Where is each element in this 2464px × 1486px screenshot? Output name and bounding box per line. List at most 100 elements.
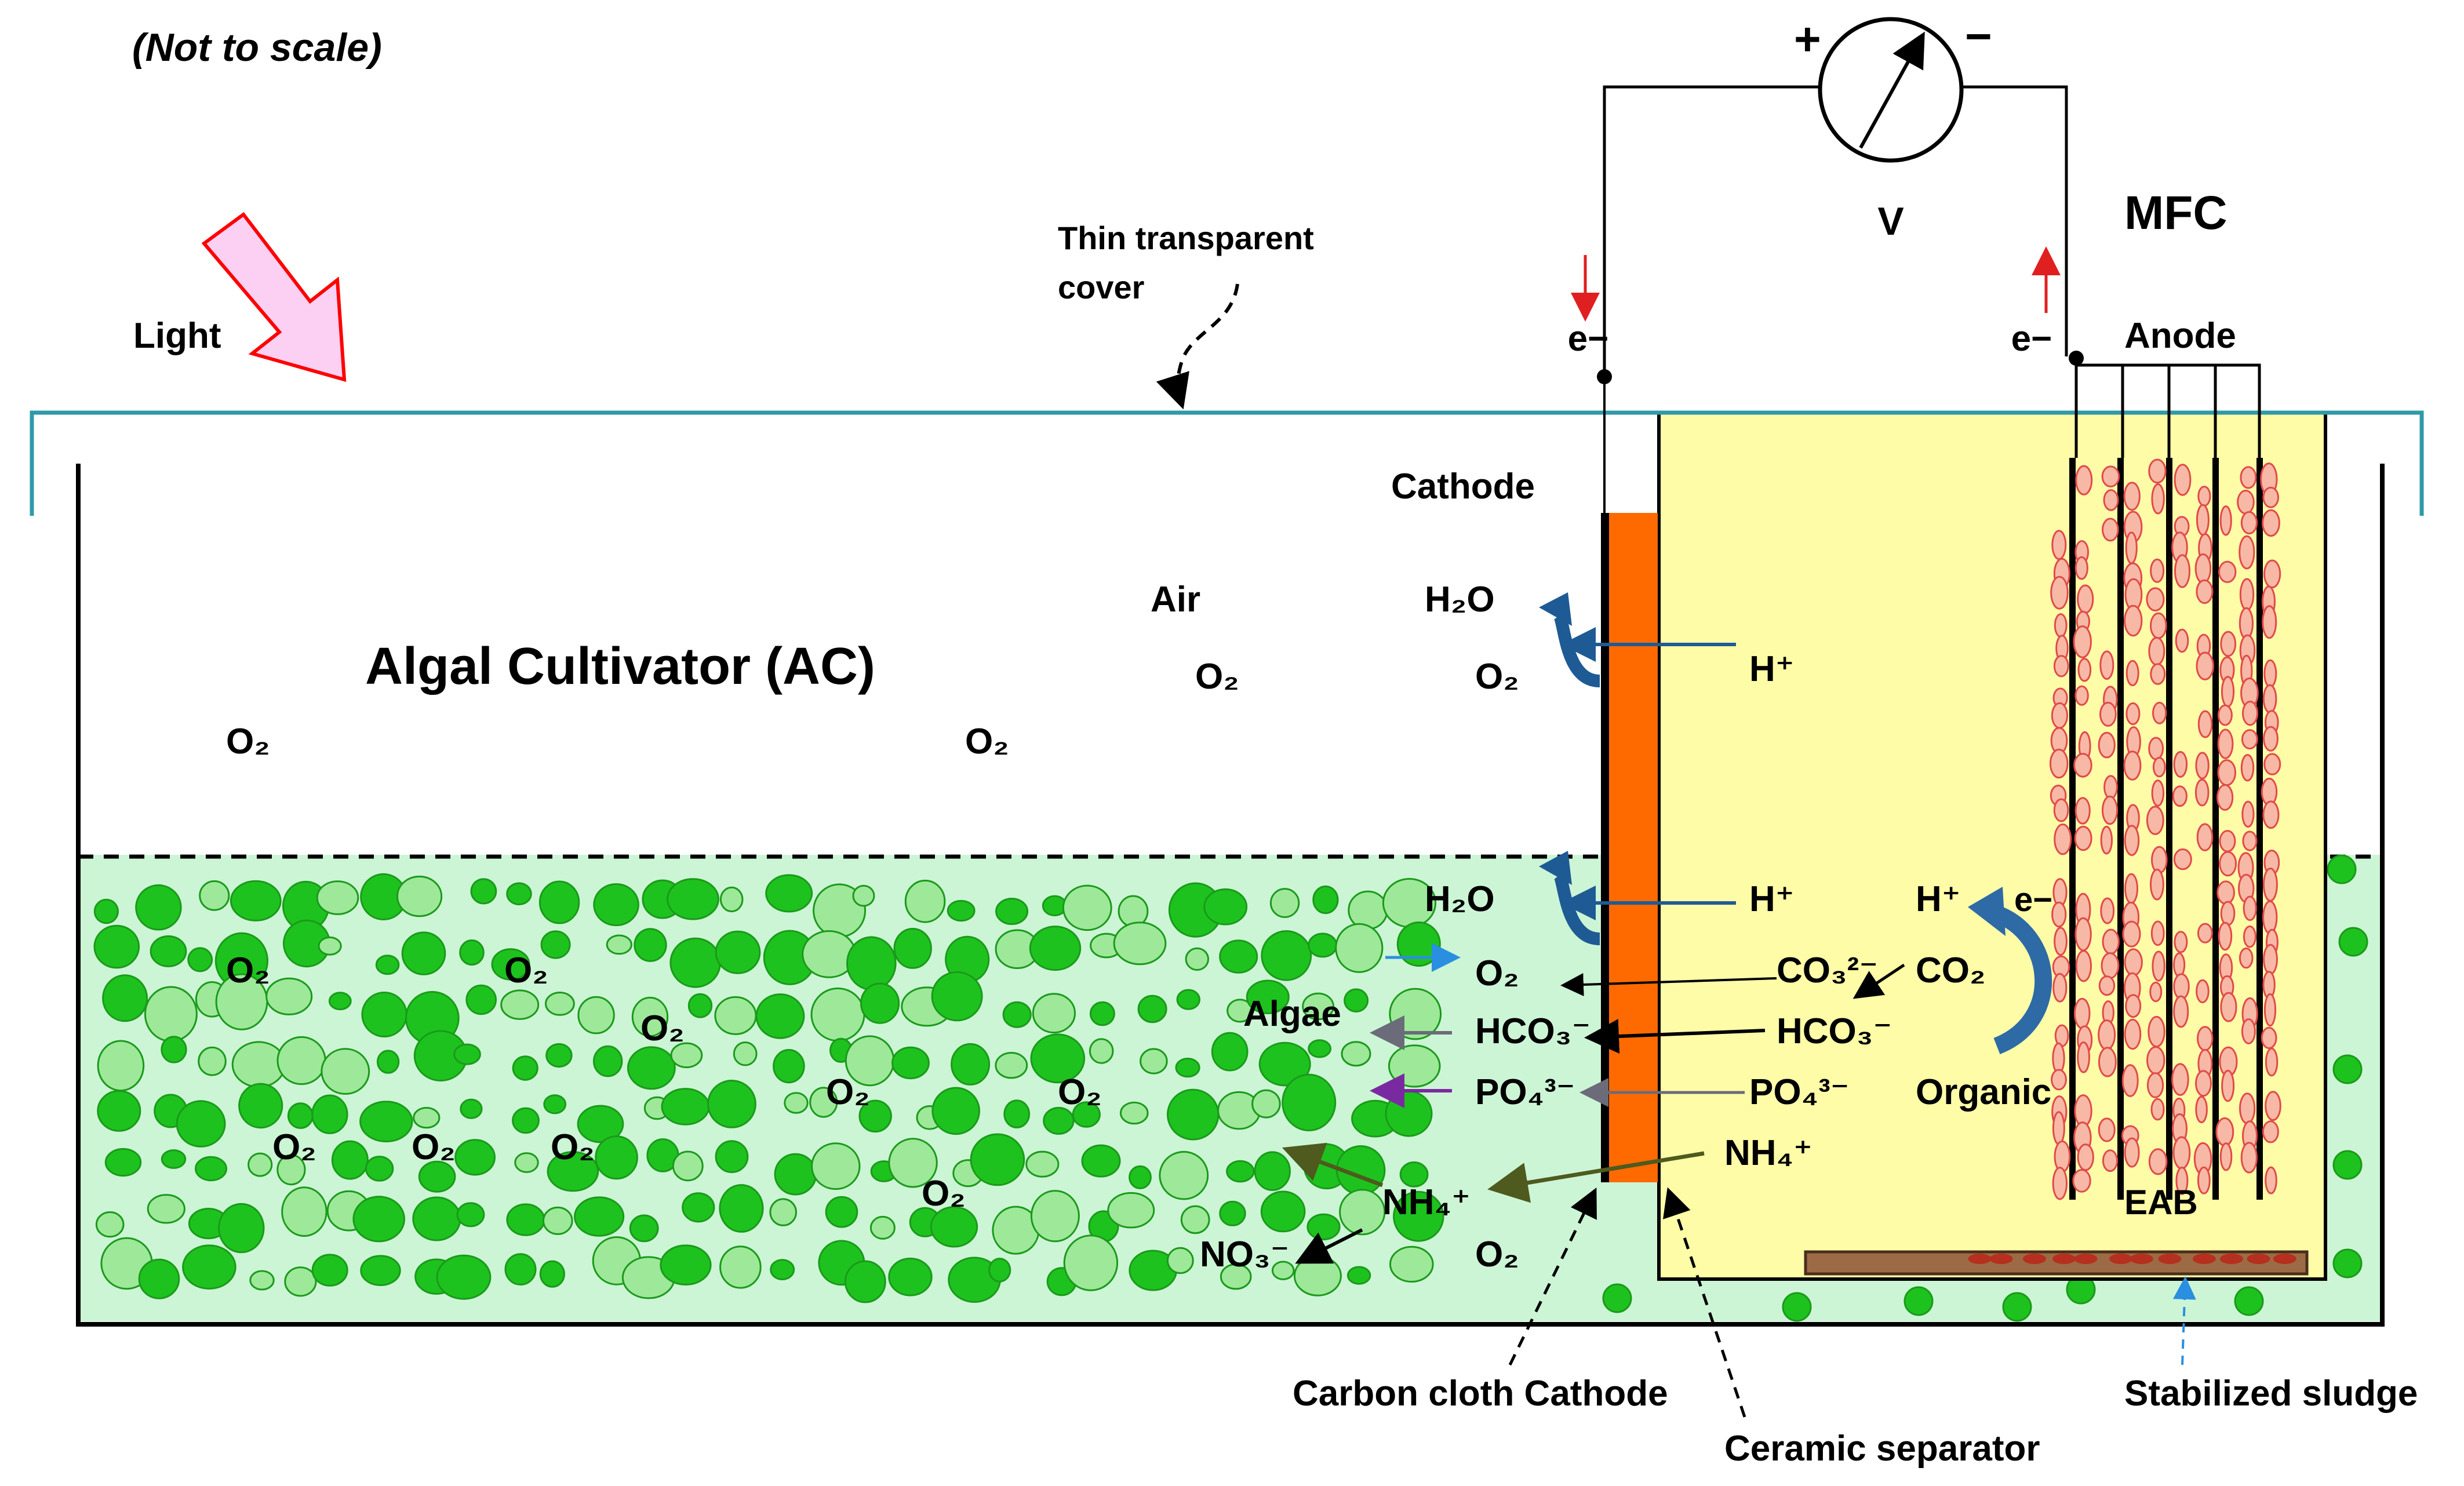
algal-cell: [1063, 1234, 1119, 1291]
algal-cell: [500, 989, 540, 1020]
air-label: Air: [1151, 580, 1200, 620]
bacterium: [2146, 587, 2165, 611]
algal-cell: [287, 1102, 314, 1129]
bacterium: [2074, 685, 2089, 706]
bacterium: [2150, 558, 2165, 583]
algal-cell: [359, 1101, 413, 1142]
algal-cell: [545, 1043, 573, 1068]
algal-cell: [1043, 1106, 1075, 1135]
algal-cell: [1072, 1101, 1101, 1128]
bacterium: [2220, 992, 2237, 1022]
o2-label-water-3: O₂: [640, 1008, 685, 1048]
cultivator-tank: [76, 464, 2385, 1327]
eab-label: EAB: [2124, 1183, 2198, 1222]
bacterium: [2240, 1142, 2258, 1174]
algal-cell: [995, 1052, 1028, 1079]
algal-cell: [1089, 1001, 1115, 1026]
algal-cell: [453, 1043, 481, 1065]
bacterium: [2049, 748, 2069, 779]
algal-cell: [543, 1094, 567, 1114]
bacterium: [2051, 530, 2067, 560]
bacterium: [2216, 880, 2235, 905]
algal-cell: [715, 1140, 749, 1174]
algal-cell: [869, 1215, 896, 1240]
algal-cell: [825, 1196, 858, 1228]
bacterium: [2148, 1148, 2168, 1175]
bacterium: [2174, 554, 2190, 588]
algal-cell: [809, 1087, 838, 1118]
carbon-cloth-label: Carbon cloth Cathode: [1293, 1374, 1668, 1414]
bacterium: [2242, 831, 2258, 851]
bacterium: [2146, 1046, 2165, 1075]
algal-cell: [2234, 1286, 2264, 1316]
algal-cell: [265, 977, 313, 1015]
algal-cell: [375, 955, 400, 975]
algal-cell: [248, 1152, 273, 1177]
algal-cell: [733, 1041, 758, 1066]
algal-cell: [2338, 927, 2368, 957]
bacterium: [2237, 490, 2255, 515]
bacterium: [2051, 1069, 2067, 1091]
bacterium: [2174, 931, 2188, 953]
sludge-particle: [2158, 1254, 2182, 1264]
voltmeter-label: V: [1877, 199, 1903, 243]
bacterium: [2125, 531, 2138, 564]
algal-cell: [1393, 1190, 1444, 1242]
cover-label-2: cover: [1058, 269, 1144, 305]
algal-cell: [606, 934, 632, 955]
bacterium: [2101, 795, 2119, 825]
algal-cells: [93, 854, 2368, 1322]
bacterium: [2194, 778, 2210, 807]
organic-oxidation-arrowhead: [1968, 887, 2006, 936]
mfc-label: MFC: [2124, 187, 2228, 239]
bacterium: [2172, 785, 2188, 807]
algal-cell: [514, 1152, 539, 1173]
algal-cell: [512, 1055, 538, 1081]
bacterium: [2054, 823, 2072, 855]
sludge-particle: [1968, 1254, 1992, 1264]
algal-cell: [199, 880, 230, 911]
nh4-label-left: NH₄⁺: [1382, 1182, 1471, 1222]
o2-label-water-8: O₂: [551, 1127, 595, 1167]
curved-arrow-bottom: [1553, 871, 1601, 945]
algal-cell: [1346, 1266, 1371, 1285]
algal-cell: [1159, 1150, 1209, 1200]
bacterium: [2148, 636, 2165, 666]
co3-label: CO₃²⁻: [1777, 950, 1878, 990]
algal-cell: [931, 1087, 980, 1135]
algal-cell: [1129, 1165, 1152, 1189]
sludge-particle: [2192, 1254, 2216, 1264]
bacterium: [2243, 895, 2257, 922]
bacterium: [2074, 797, 2091, 825]
bacterium: [2124, 873, 2138, 904]
algal-cell: [1258, 1041, 1311, 1087]
voltmeter-needle: [1859, 31, 1925, 149]
bacterium: [2073, 753, 2092, 778]
bacterium: [2150, 868, 2164, 901]
algal-cell: [1282, 1073, 1337, 1132]
algal-cell: [352, 1196, 406, 1243]
bacterium: [2262, 1120, 2279, 1143]
algal-cell: [1030, 1033, 1086, 1084]
algal-cell: [770, 1259, 795, 1281]
o2-label-air-1: O₂: [1195, 657, 1239, 697]
bacterium: [2263, 659, 2277, 688]
algal-cell: [1029, 926, 1082, 971]
algal-cell: [230, 880, 282, 922]
algal-cell: [460, 1098, 483, 1119]
algal-cell: [1003, 1099, 1031, 1128]
algal-cell: [1246, 979, 1290, 1014]
bacterium: [2102, 518, 2119, 542]
bacterium: [2239, 535, 2255, 570]
algal-cell: [1185, 947, 1210, 971]
bacterium: [2173, 848, 2192, 871]
algal-cell: [1261, 930, 1312, 981]
bacterium: [2150, 612, 2167, 639]
bacterium: [2050, 576, 2069, 610]
bacterium: [2221, 1069, 2235, 1102]
bacterium: [2262, 605, 2277, 639]
algal-cell: [627, 1046, 676, 1090]
electron-label-anode: e−: [2011, 319, 2052, 359]
bacterium: [2197, 486, 2211, 507]
sludge-particle: [2022, 1254, 2046, 1264]
